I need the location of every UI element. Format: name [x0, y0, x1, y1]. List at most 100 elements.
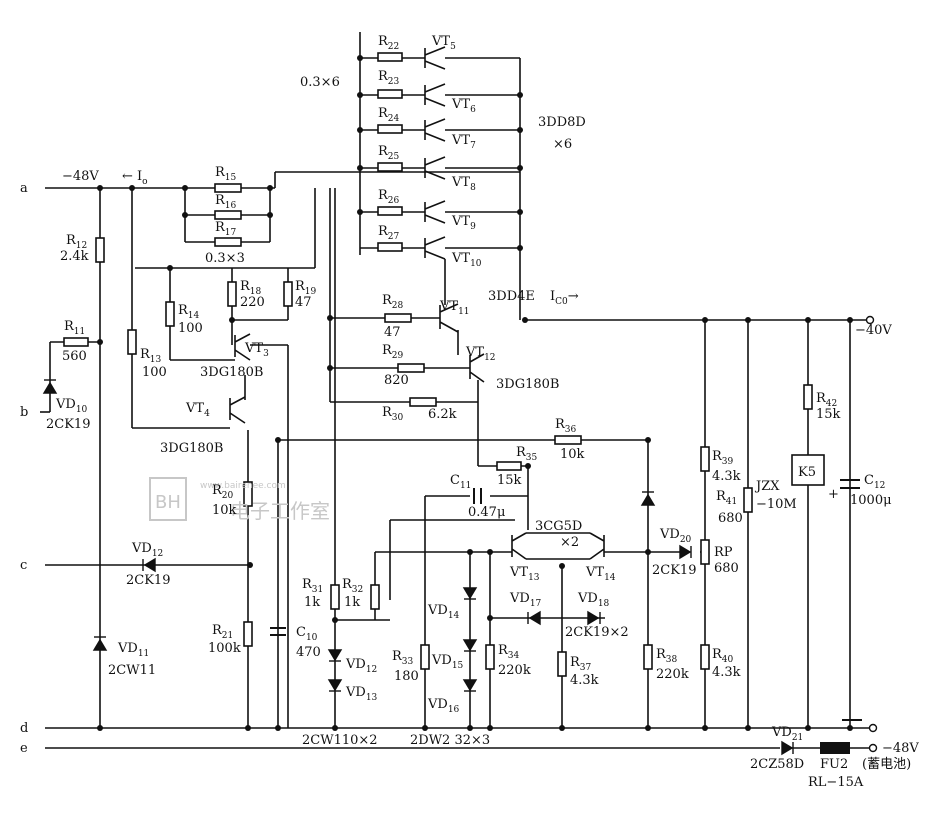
note-r-parallel-left: 0.3×3 [205, 251, 245, 266]
battery-label: (蓄电池) [862, 757, 911, 772]
value-r34: 220k [498, 663, 531, 678]
ic0-label: IC0→ [550, 289, 579, 307]
rail-io-label: ← Io [122, 169, 148, 187]
label-c12: C12 [864, 473, 885, 491]
label-vd14: VD14 [427, 603, 460, 621]
label-r25: R25 [378, 144, 400, 162]
note-vt-group-count: ×6 [553, 137, 572, 152]
label-jzx: JZX [754, 479, 780, 494]
junctions [97, 55, 878, 753]
value-r14: 100 [178, 321, 203, 336]
label-vt10: VT10 [451, 251, 482, 269]
value-r29: 820 [384, 373, 409, 388]
label-vd18: VD18 [577, 591, 610, 609]
value-jzx: −10M [756, 497, 797, 512]
value-rp: 680 [714, 561, 739, 576]
label-vt5: VT5 [431, 34, 456, 52]
type-vd20: 2CK19 [652, 563, 696, 578]
value-r20: 10k [212, 503, 237, 518]
value-r12: 2.4k [60, 249, 89, 264]
type-vt4: 3DG180B [160, 441, 223, 456]
value-r32: 1k [344, 595, 360, 610]
type-vt3: 3DG180B [200, 365, 263, 380]
fuse-symbol [820, 742, 850, 754]
value-c11: 0.47μ [468, 505, 505, 520]
value-r37: 4.3k [570, 673, 599, 688]
note-vd17-18: 2CK19×2 [565, 625, 629, 640]
label-vd15: VD15 [431, 653, 464, 671]
label-r39: R39 [712, 449, 734, 467]
label-r17: R17 [215, 220, 237, 238]
value-r39: 4.3k [712, 469, 741, 484]
value-r41: 680 [718, 511, 743, 526]
c12-plus-sign: + [828, 487, 839, 502]
label-vd16: VD16 [427, 697, 460, 715]
note-dual-transistor: 3CG5D [535, 519, 582, 534]
note-vd14-16: 2DW2 32×3 [410, 733, 490, 748]
value-c10: 470 [296, 645, 321, 660]
label-r34: R34 [498, 643, 520, 661]
watermark-text: 电子工作室 [230, 499, 330, 523]
label-vt14: VT14 [585, 565, 616, 583]
value-r11: 560 [62, 349, 87, 364]
value-r13: 100 [142, 365, 167, 380]
label-r29: R29 [382, 343, 404, 361]
label-r12: R12 [66, 233, 87, 251]
label-vd20: VD20 [659, 527, 692, 545]
capacitor-symbols [270, 479, 860, 636]
rail-neg40: −40V [855, 323, 892, 338]
value-r33: 180 [394, 669, 419, 684]
label-r41: R41 [716, 489, 737, 507]
label-rp: RP [714, 545, 733, 560]
label-vt13: VT13 [509, 565, 540, 583]
label-fuse: FU2 [820, 757, 848, 772]
label-r35: R35 [516, 445, 538, 463]
terminal-e: e [20, 741, 28, 756]
note-vd12-13: 2CW110×2 [302, 733, 378, 748]
type-vt12: 3DG180B [496, 377, 559, 392]
label-r21: R21 [212, 623, 233, 641]
label-r31: R31 [302, 577, 323, 595]
label-r20: R20 [212, 483, 234, 501]
label-r28: R28 [382, 293, 404, 311]
label-vd21: VD21 [771, 725, 803, 743]
label-r37: R37 [570, 655, 592, 673]
label-vd17: VD17 [509, 591, 542, 609]
value-r36: 10k [560, 447, 585, 462]
value-r30: 6.2k [428, 407, 457, 422]
value-r38: 220k [656, 667, 689, 682]
label-vt12: VT12 [465, 345, 496, 363]
resistor-bodies [63, 52, 813, 677]
label-vd13: VD13 [345, 685, 378, 703]
label-r32: R32 [342, 577, 363, 595]
label-relay: K5 [798, 465, 816, 480]
note-vt11-type: 3DD4E [488, 289, 535, 304]
value-r35: 15k [497, 473, 522, 488]
type-vd21: 2CZ58D [750, 757, 804, 772]
label-r30: R30 [382, 405, 404, 423]
label-vd12b: VD12 [345, 657, 377, 675]
label-vt11: VT11 [439, 299, 470, 317]
value-r19: 47 [295, 295, 312, 310]
label-vd11: VD11 [117, 641, 149, 659]
label-r40: R40 [712, 647, 734, 665]
watermark-url: www.bairenee.com [200, 481, 286, 491]
label-vd12a: VD12 [131, 541, 163, 559]
value-r40: 4.3k [712, 665, 741, 680]
label-vt6: VT6 [451, 97, 476, 115]
label-r38: R38 [656, 647, 678, 665]
terminal-c: c [20, 558, 27, 573]
label-vt4: VT4 [185, 401, 210, 419]
value-r31: 1k [304, 595, 320, 610]
terminal-a: a [20, 181, 28, 196]
label-vt7: VT7 [451, 133, 476, 151]
label-vt3: VT3 [244, 341, 269, 359]
label-r15: R15 [215, 165, 237, 183]
label-r23: R23 [378, 69, 400, 87]
watermark: BH www.bairenee.com 电子工作室 [149, 477, 330, 523]
label-vt9: VT9 [451, 214, 476, 232]
label-r18: R18 [240, 279, 262, 297]
label-r27: R27 [378, 224, 400, 242]
label-r22: R22 [378, 34, 399, 52]
